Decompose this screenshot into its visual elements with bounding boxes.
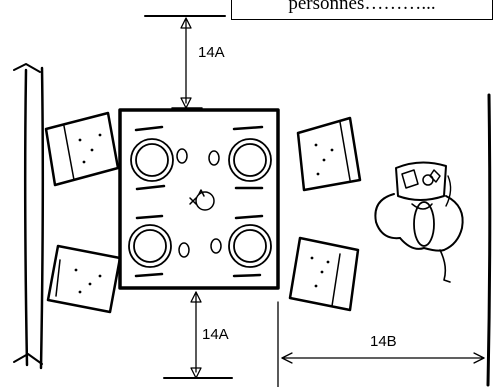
bottom-dimension	[163, 291, 233, 379]
bottom-dimension-label: 14A	[202, 326, 229, 343]
caption-box: personnes………...	[231, 0, 493, 20]
right-wall	[486, 93, 492, 387]
chair-bottom-left	[46, 244, 122, 314]
top-dimension	[144, 15, 226, 109]
left-wall	[13, 63, 45, 370]
square-table	[118, 108, 280, 290]
waiter-figure	[374, 161, 464, 283]
side-dimension	[277, 301, 485, 387]
top-dimension-label: 14A	[198, 44, 225, 61]
chair-top-right	[296, 116, 362, 192]
side-dimension-label: 14B	[370, 333, 397, 350]
chair-top-left	[44, 111, 120, 187]
chair-bottom-right	[288, 236, 360, 312]
